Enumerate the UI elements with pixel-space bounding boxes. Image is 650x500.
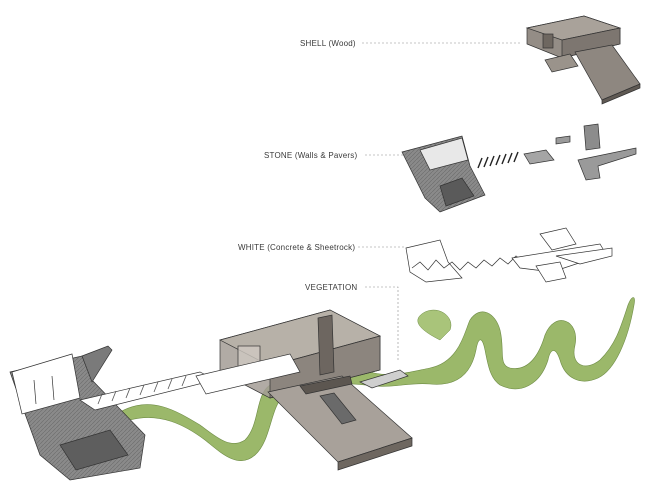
stone-pavers: [477, 151, 519, 169]
stone-layer-drawing: [401, 123, 637, 213]
label-vegetation: VEGETATION: [305, 283, 358, 292]
label-stone: STONE (Walls & Pavers): [264, 151, 358, 160]
label-shell: SHELL (Wood): [300, 39, 356, 48]
label-white: WHITE (Concrete & Sheetrock): [238, 243, 356, 252]
white-layer-drawing: [405, 227, 613, 283]
vegetation-ribbon-branch: [417, 309, 452, 341]
walkway-steps: [97, 375, 187, 405]
leader-vegetation: [365, 286, 399, 360]
shell-layer-drawing: [525, 15, 641, 105]
assembled-building-drawing: [9, 309, 413, 481]
